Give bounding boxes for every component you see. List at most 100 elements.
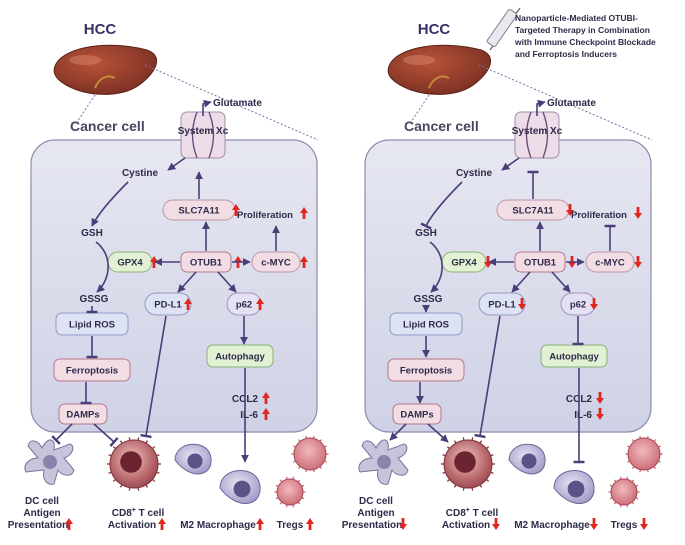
- cd8-t-cell-illustration-spike: [145, 484, 149, 488]
- lipid-ros-node: Lipid ROS: [55, 312, 129, 336]
- autophagy-node: Autophagy: [206, 344, 274, 368]
- otub1-to-p62: [551, 271, 571, 293]
- p62-change-arrow: [590, 298, 598, 310]
- cd8-t-cell-illustration-nucleus: [120, 451, 142, 473]
- treg-illustration-spike: [324, 460, 327, 463]
- il6-change-arrow: [596, 408, 604, 420]
- liver-illustration-gallbladder: [94, 75, 116, 89]
- cystine-import-arrow: [167, 157, 186, 171]
- tregs-label: Tregs: [611, 520, 638, 531]
- lipid-ros-node-shape: [389, 312, 463, 336]
- ferroptosis-node-shape: [53, 358, 131, 382]
- autophagy-node-label: Autophagy: [215, 352, 265, 363]
- proliferation-change-arrow: [300, 207, 308, 219]
- treg-illustration-spike: [293, 460, 296, 463]
- dc-label-line-3: Presentation: [8, 520, 69, 531]
- treg-illustration-spike: [292, 504, 295, 508]
- tregs-label: Tregs: [277, 520, 304, 531]
- treg-illustration: [625, 435, 663, 473]
- damps-node-label: DAMPs: [66, 410, 99, 421]
- treg-illustration-spike: [297, 479, 301, 483]
- otub1-node-label: OTUB1: [524, 258, 557, 269]
- cd8-t-cell-illustration-spike: [128, 487, 131, 491]
- tregs-change-arrow-glyph: [306, 518, 314, 530]
- cd8-change-arrow: [492, 518, 500, 530]
- treg-illustration-spike: [613, 479, 617, 483]
- cd8-t-cell-illustration-spike: [471, 437, 474, 441]
- cd8-t-cell-illustration-spike: [137, 437, 140, 441]
- cd8-t-cell-illustration-spike: [119, 440, 123, 444]
- proliferation-change-arrow-glyph: [634, 207, 642, 219]
- cd8-t-cell-illustration-spike: [490, 454, 494, 457]
- cd8-t-cell-illustration-spike: [151, 478, 156, 482]
- cd8-t-cell-illustration-spike: [479, 440, 483, 444]
- treg-illustration-spike: [619, 504, 622, 508]
- gpx4-node: GPX4: [107, 251, 153, 273]
- treg-illustration-spike: [619, 476, 622, 480]
- system-xc-channel: [525, 111, 549, 159]
- pdl1-change-arrow-glyph: [518, 298, 526, 310]
- dc-cell-illustration-nucleus: [43, 455, 57, 469]
- treg-illustration-spike: [626, 504, 629, 508]
- therapy-note-line-2: Targeted Therapy in Combination: [515, 25, 650, 35]
- il6-label: IL-6: [240, 410, 258, 421]
- cd8-label-suffix: T cell: [136, 508, 165, 519]
- otub1-node-shape: [514, 251, 566, 273]
- damps-node-shape: [392, 403, 442, 425]
- gsh-to-gssg: [95, 241, 109, 293]
- cd8-change-arrow-glyph: [158, 518, 166, 530]
- treg-illustration-spike: [301, 497, 305, 500]
- treg-illustration-spike: [301, 484, 305, 487]
- treg-illustration: [274, 476, 306, 508]
- treg-illustration-body: [627, 437, 661, 471]
- projection-line: [478, 64, 653, 141]
- macrophage-illustration: [174, 443, 212, 475]
- treg-illustration-spike: [297, 501, 301, 505]
- slc7a11-change-arrow: [232, 204, 240, 216]
- treg-illustration: [608, 476, 640, 508]
- ccl2-change-arrow: [262, 392, 270, 404]
- treg-illustration-spike: [627, 460, 630, 463]
- cystine-label: Cystine: [122, 168, 159, 179]
- cancer-cell-label: Cancer cell: [404, 118, 479, 134]
- otub1-node-label: OTUB1: [190, 258, 223, 269]
- pdl1-node: PD-L1: [478, 292, 526, 316]
- glutamate-label: Glutamate: [213, 98, 262, 109]
- cd8-label-line-2: Activation: [108, 520, 156, 531]
- damps-node: DAMPs: [392, 403, 442, 425]
- liver-illustration-shape: [53, 44, 157, 95]
- dc-label-line-1: DC cell: [25, 496, 59, 507]
- glutamate-export-arrow: [536, 99, 546, 116]
- gpx4-node-label: GPX4: [451, 258, 477, 269]
- cd8-t-cell-illustration-spike: [119, 484, 123, 488]
- treg-illustration-body: [276, 478, 304, 506]
- m2-change-arrow-glyph: [256, 518, 264, 530]
- treg-illustration-spike: [631, 479, 635, 483]
- damps-to-dc: [389, 423, 407, 441]
- m2-change-arrow-glyph: [590, 518, 598, 530]
- damps-to-dc: [51, 423, 73, 445]
- cd8-label-line-1: CD8+ T cell: [446, 507, 499, 519]
- dc-label-line-2: Antigen: [23, 508, 60, 519]
- cd8-label-text: CD8: [446, 508, 466, 519]
- projection-line: [144, 64, 319, 141]
- cancer-cell-membrane: [30, 139, 318, 433]
- ccl2-change-arrow: [596, 392, 604, 404]
- cmyc-change-arrow: [634, 256, 642, 268]
- treg-illustration-spike: [297, 439, 301, 442]
- m2-change-arrow: [590, 518, 598, 530]
- therapy-note-line-3: with Immune Checkpoint Blockade: [514, 37, 656, 47]
- treg-illustration-spike: [319, 439, 323, 442]
- cd8-t-cell-illustration-spike: [112, 478, 117, 482]
- treg-illustration-spike: [319, 466, 323, 469]
- cd8-t-cell-illustration-spike: [485, 478, 490, 482]
- liver-illustration-highlight: [403, 55, 435, 65]
- treg-illustration-spike: [646, 435, 649, 439]
- treg-illustration-spike: [285, 476, 288, 480]
- treg-illustration-spike: [631, 501, 635, 505]
- treg-illustration-spike: [639, 469, 642, 473]
- proliferation-label: Proliferation: [237, 210, 293, 221]
